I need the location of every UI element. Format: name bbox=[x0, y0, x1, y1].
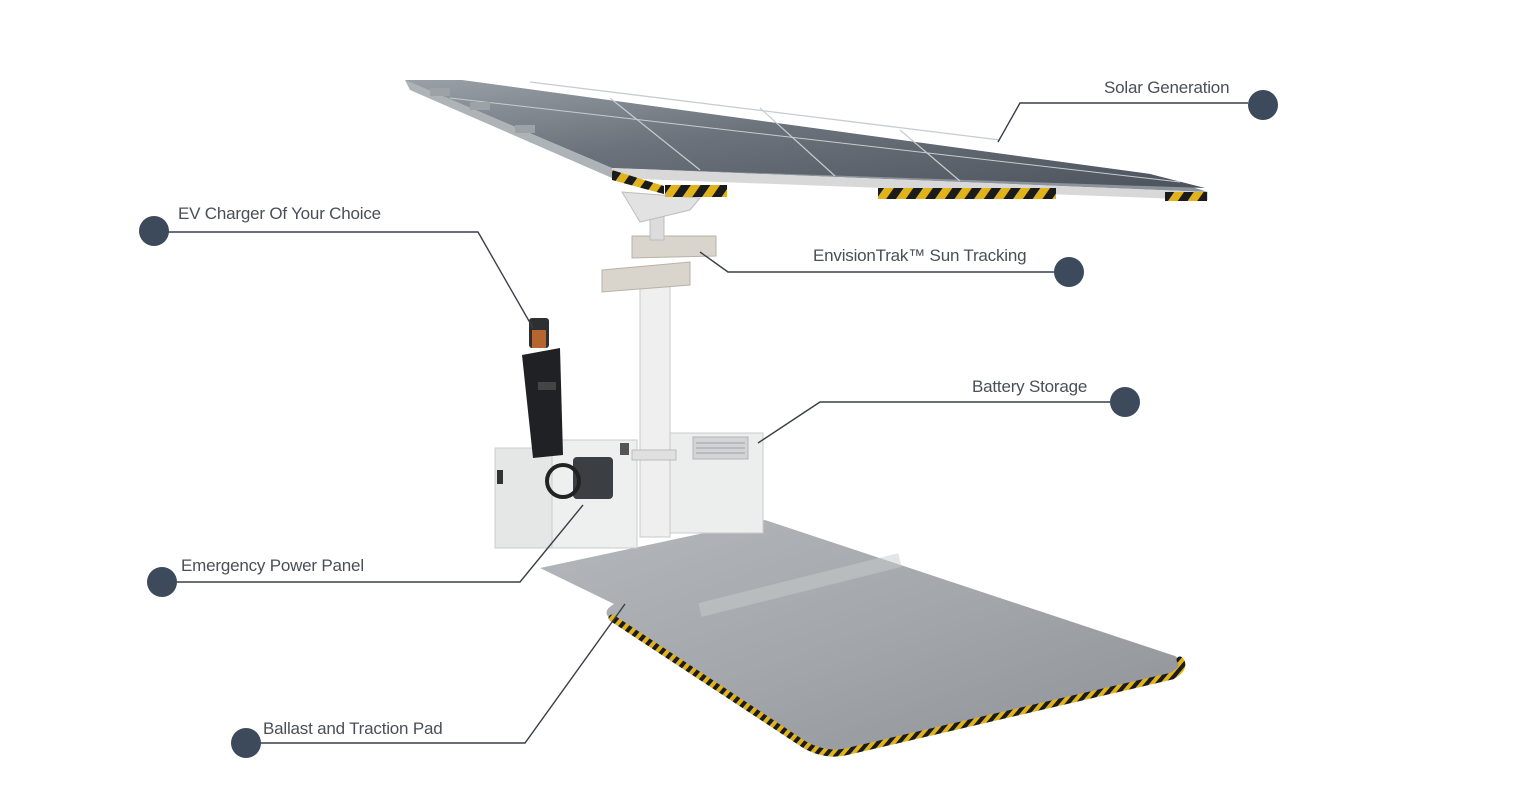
sun-tracker-mechanism bbox=[601, 191, 717, 293]
callout-label-ev-charger: EV Charger Of Your Choice bbox=[178, 204, 381, 223]
leader-line-ballast-traction-pad bbox=[258, 603, 626, 744]
callout-marker-battery-storage bbox=[1110, 387, 1140, 417]
leader-line-solar-generation bbox=[997, 102, 1248, 143]
callout-marker-emergency-power-panel bbox=[147, 567, 177, 597]
callout-marker-solar-generation bbox=[1248, 90, 1278, 120]
power-enclosure bbox=[494, 439, 638, 549]
battery-enclosure bbox=[668, 432, 764, 534]
callout-marker-ballast-traction-pad bbox=[231, 728, 261, 758]
ev-charger-unit bbox=[522, 318, 563, 458]
callout-label-solar-generation: Solar Generation bbox=[1104, 78, 1230, 97]
callout-label-sun-tracking: EnvisionTrak™ Sun Tracking bbox=[813, 246, 1027, 265]
callout-label-battery-storage: Battery Storage bbox=[972, 377, 1088, 396]
leader-line-battery-storage bbox=[757, 401, 1112, 444]
support-pole bbox=[631, 284, 677, 538]
callout-marker-sun-tracking bbox=[1054, 257, 1084, 287]
leader-lines bbox=[168, 102, 1248, 744]
callout-label-ballast-traction-pad: Ballast and Traction Pad bbox=[263, 719, 443, 738]
solar-panel-array bbox=[405, 80, 1208, 201]
traction-pad bbox=[540, 520, 1186, 757]
leader-line-ev-charger bbox=[168, 231, 534, 329]
callout-label-emergency-power-panel: Emergency Power Panel bbox=[181, 556, 364, 575]
callout-marker-ev-charger bbox=[139, 216, 169, 246]
leader-line-sun-tracking bbox=[699, 251, 1055, 273]
leader-line-emergency-power-panel bbox=[175, 504, 584, 583]
